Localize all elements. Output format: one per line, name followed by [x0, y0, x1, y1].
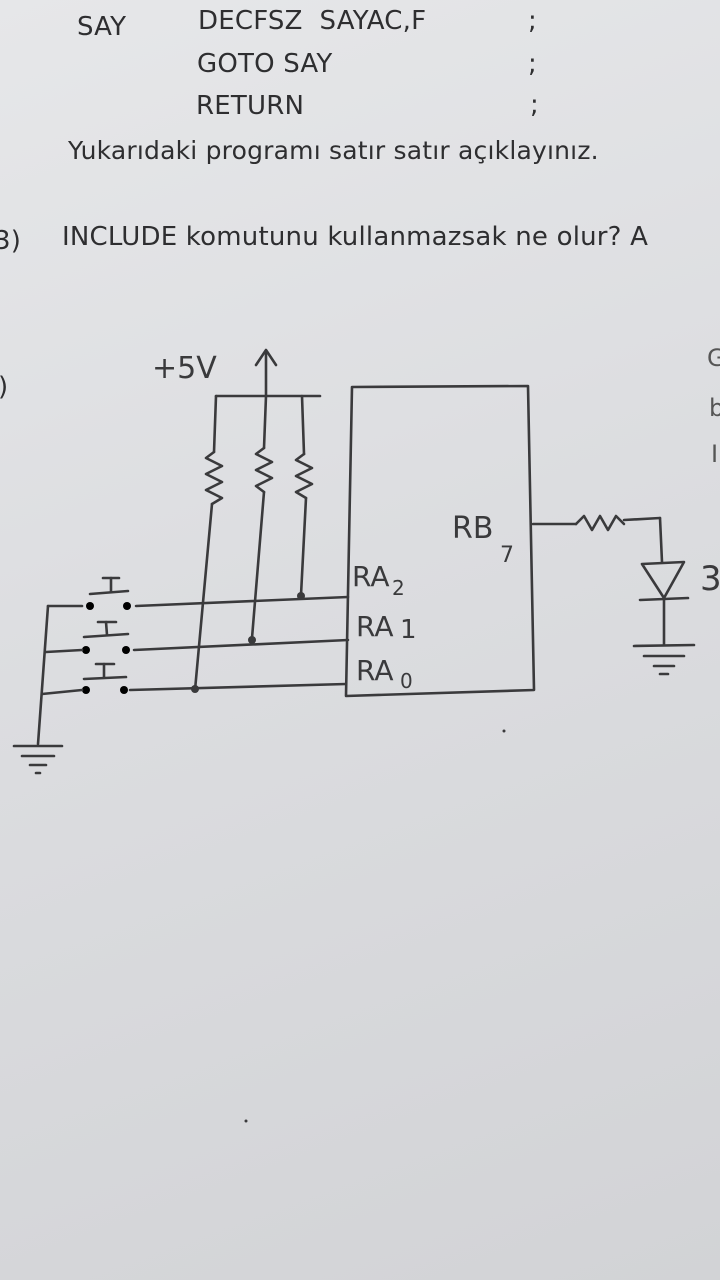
ground-symbol-right	[632, 643, 696, 676]
pullup-resistor-3	[294, 452, 314, 500]
pullup-resistor-1	[204, 450, 224, 506]
pin-ra2-subscript: 2	[392, 576, 405, 600]
push-button-ra1	[82, 620, 130, 654]
pullup-r1-lead-bottom	[193, 502, 214, 692]
supply-label: +5V	[152, 351, 217, 386]
led-diode	[638, 560, 690, 602]
edge-fragment-1: G	[707, 344, 720, 372]
code-comment-2: ;	[528, 49, 537, 79]
pullup-r3-lead-bottom	[299, 496, 308, 597]
pullup-r1-lead-top	[212, 394, 218, 454]
pin-ra0-label: RA	[356, 654, 393, 687]
led-anode-lead	[658, 516, 664, 564]
junction-ra1	[248, 636, 256, 644]
ground-bus	[36, 604, 50, 746]
switch-ground-lead-2	[44, 648, 84, 654]
question-4-number: )	[0, 372, 8, 402]
push-button-ra0	[82, 662, 128, 694]
code-comment-1: ;	[528, 6, 537, 36]
pin-rb-label: RB	[452, 511, 493, 546]
line-ra1	[132, 638, 350, 652]
line-ra2	[134, 595, 350, 608]
edge-fragment-4: 3	[700, 559, 720, 599]
push-button-ra2	[86, 576, 131, 610]
code-instruction-goto: GOTO SAY	[197, 49, 333, 79]
code-comment-3: ;	[530, 90, 539, 120]
pin-ra1-label: RA	[356, 610, 393, 643]
pin-ra1-subscript: 1	[400, 615, 417, 645]
resistor-to-led-lead	[622, 516, 662, 522]
supply-arrow-head	[254, 348, 278, 367]
pin-rb-subscript: 7	[500, 543, 514, 568]
line-ra0	[128, 682, 348, 692]
edge-fragment-2: b	[709, 394, 720, 422]
pullup-r2-lead-bottom	[250, 490, 266, 640]
instruction-text: Yukarıdaki programı satır satır açıklayı…	[68, 136, 599, 165]
edge-fragment-3: I	[711, 440, 719, 468]
pullup-r2-lead-top	[262, 394, 268, 450]
ground-symbol-left	[12, 744, 64, 775]
question-3-text: INCLUDE komutunu kullanmazsak ne olur? A	[62, 222, 649, 252]
junction-ra2	[297, 592, 305, 600]
pullup-resistor-2	[254, 446, 274, 494]
question-3-number: 3)	[0, 226, 22, 256]
code-instruction-decfsz: DECFSZ SAYAC,F	[198, 6, 427, 36]
pin-ra0-subscript: 0	[400, 669, 413, 693]
switch-ground-lead-3	[40, 688, 84, 696]
code-instruction-return: RETURN	[196, 91, 305, 121]
junction-ra0	[191, 685, 199, 693]
pullup-r3-lead-top	[300, 394, 306, 456]
led-series-resistor	[574, 514, 626, 532]
pin-ra2-label: RA	[352, 560, 389, 593]
microcontroller-box	[344, 384, 536, 698]
code-label-say: SAY	[77, 12, 127, 42]
